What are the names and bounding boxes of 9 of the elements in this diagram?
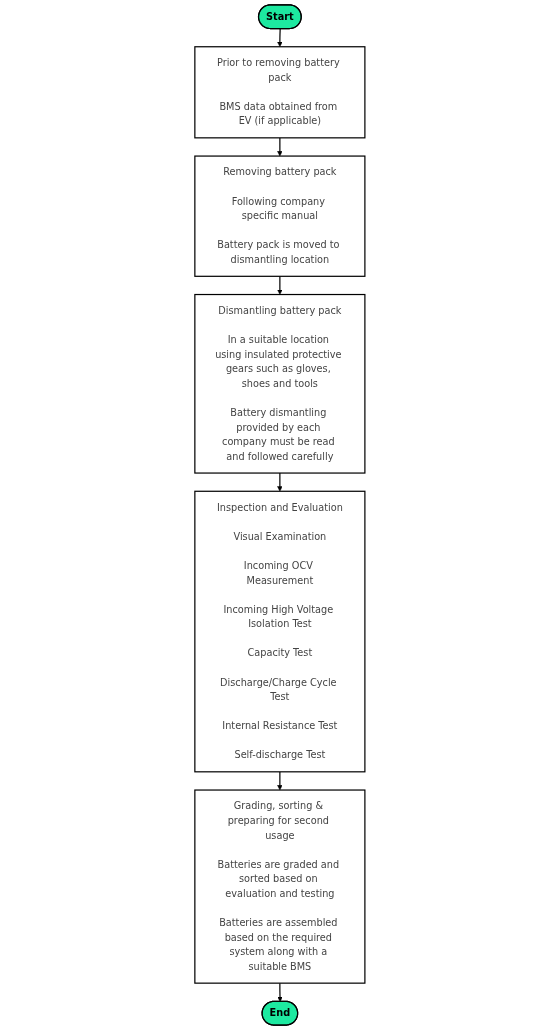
arrow (277, 472, 283, 492)
node-box: Removing battery pack Following company specific manual Battery pack is moved to dismantling location (194, 155, 366, 277)
node-box: Grading, sorting & preparing for second usage Batteries are graded and sorted based on evaluation and testing Batteries are assembled based on the required system along with a suitable BMS (194, 789, 366, 984)
arrow (277, 982, 283, 1002)
arrow (277, 275, 283, 295)
node-box: Dismantling battery pack In a suitable location using insulated protective gears such as gloves, shoes and tools Battery dismantling provided by each company must be read and followed carefully (194, 293, 366, 474)
arrow (277, 28, 283, 47)
node-box: Inspection and Evaluation Visual Examination Incoming OCV Measurement Incoming High Voltage Isolation Test Capacity Test Discharge/Charge Cycle Test Internal Resistance Test Self-discharge Test (194, 490, 366, 773)
node-box: Prior to removing battery pack BMS data obtained from EV (if applicable) (194, 46, 366, 139)
